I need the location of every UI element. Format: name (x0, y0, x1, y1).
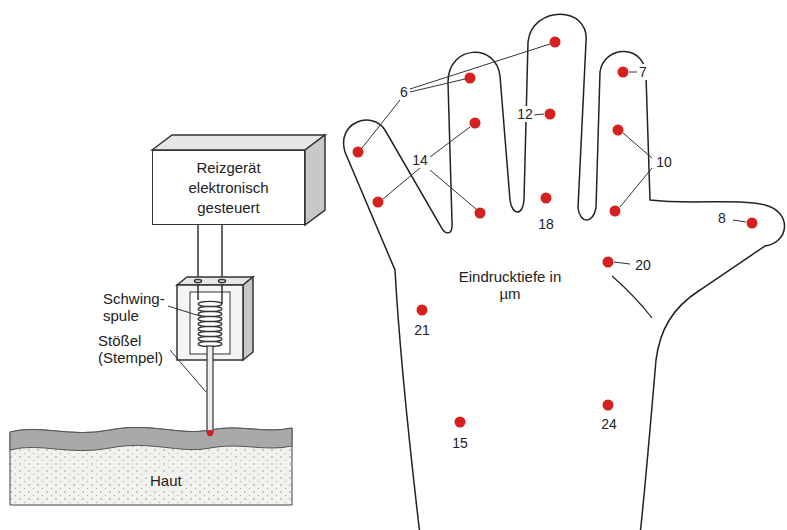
callout-number: 20 (634, 257, 652, 273)
coil-housing (177, 277, 253, 360)
hand-outline (344, 14, 785, 530)
device-label: Reizgerät elektronisch gesteuert (161, 158, 296, 218)
callout-number: 12 (516, 106, 534, 122)
callout-number: 24 (600, 416, 618, 432)
plunger (207, 346, 213, 436)
palm-crease (612, 276, 652, 318)
part-label: Haut (150, 472, 182, 489)
callout-number: 18 (537, 216, 555, 232)
axis-note: Eindrucktiefe in µm (454, 268, 566, 302)
device-box: Reizgerät elektronisch gesteuert (152, 150, 305, 225)
callout-number: 7 (638, 64, 648, 80)
callout-number: 15 (451, 435, 469, 451)
callout-number: 10 (655, 154, 673, 170)
coil-windings (198, 301, 222, 346)
callout-number: 8 (717, 210, 727, 226)
callout-number: 6 (399, 84, 409, 100)
callout-number: 14 (411, 152, 429, 168)
part-label: Stößel (Stempel) (98, 332, 170, 366)
stimulus-point (353, 37, 758, 428)
leader-line (168, 306, 206, 392)
leader-line (362, 44, 746, 264)
stimulator-housing (152, 135, 325, 225)
part-label: Schwing- spule (103, 290, 167, 324)
callout-number: 21 (413, 322, 431, 338)
wire (198, 225, 222, 281)
skin-block (10, 427, 292, 505)
